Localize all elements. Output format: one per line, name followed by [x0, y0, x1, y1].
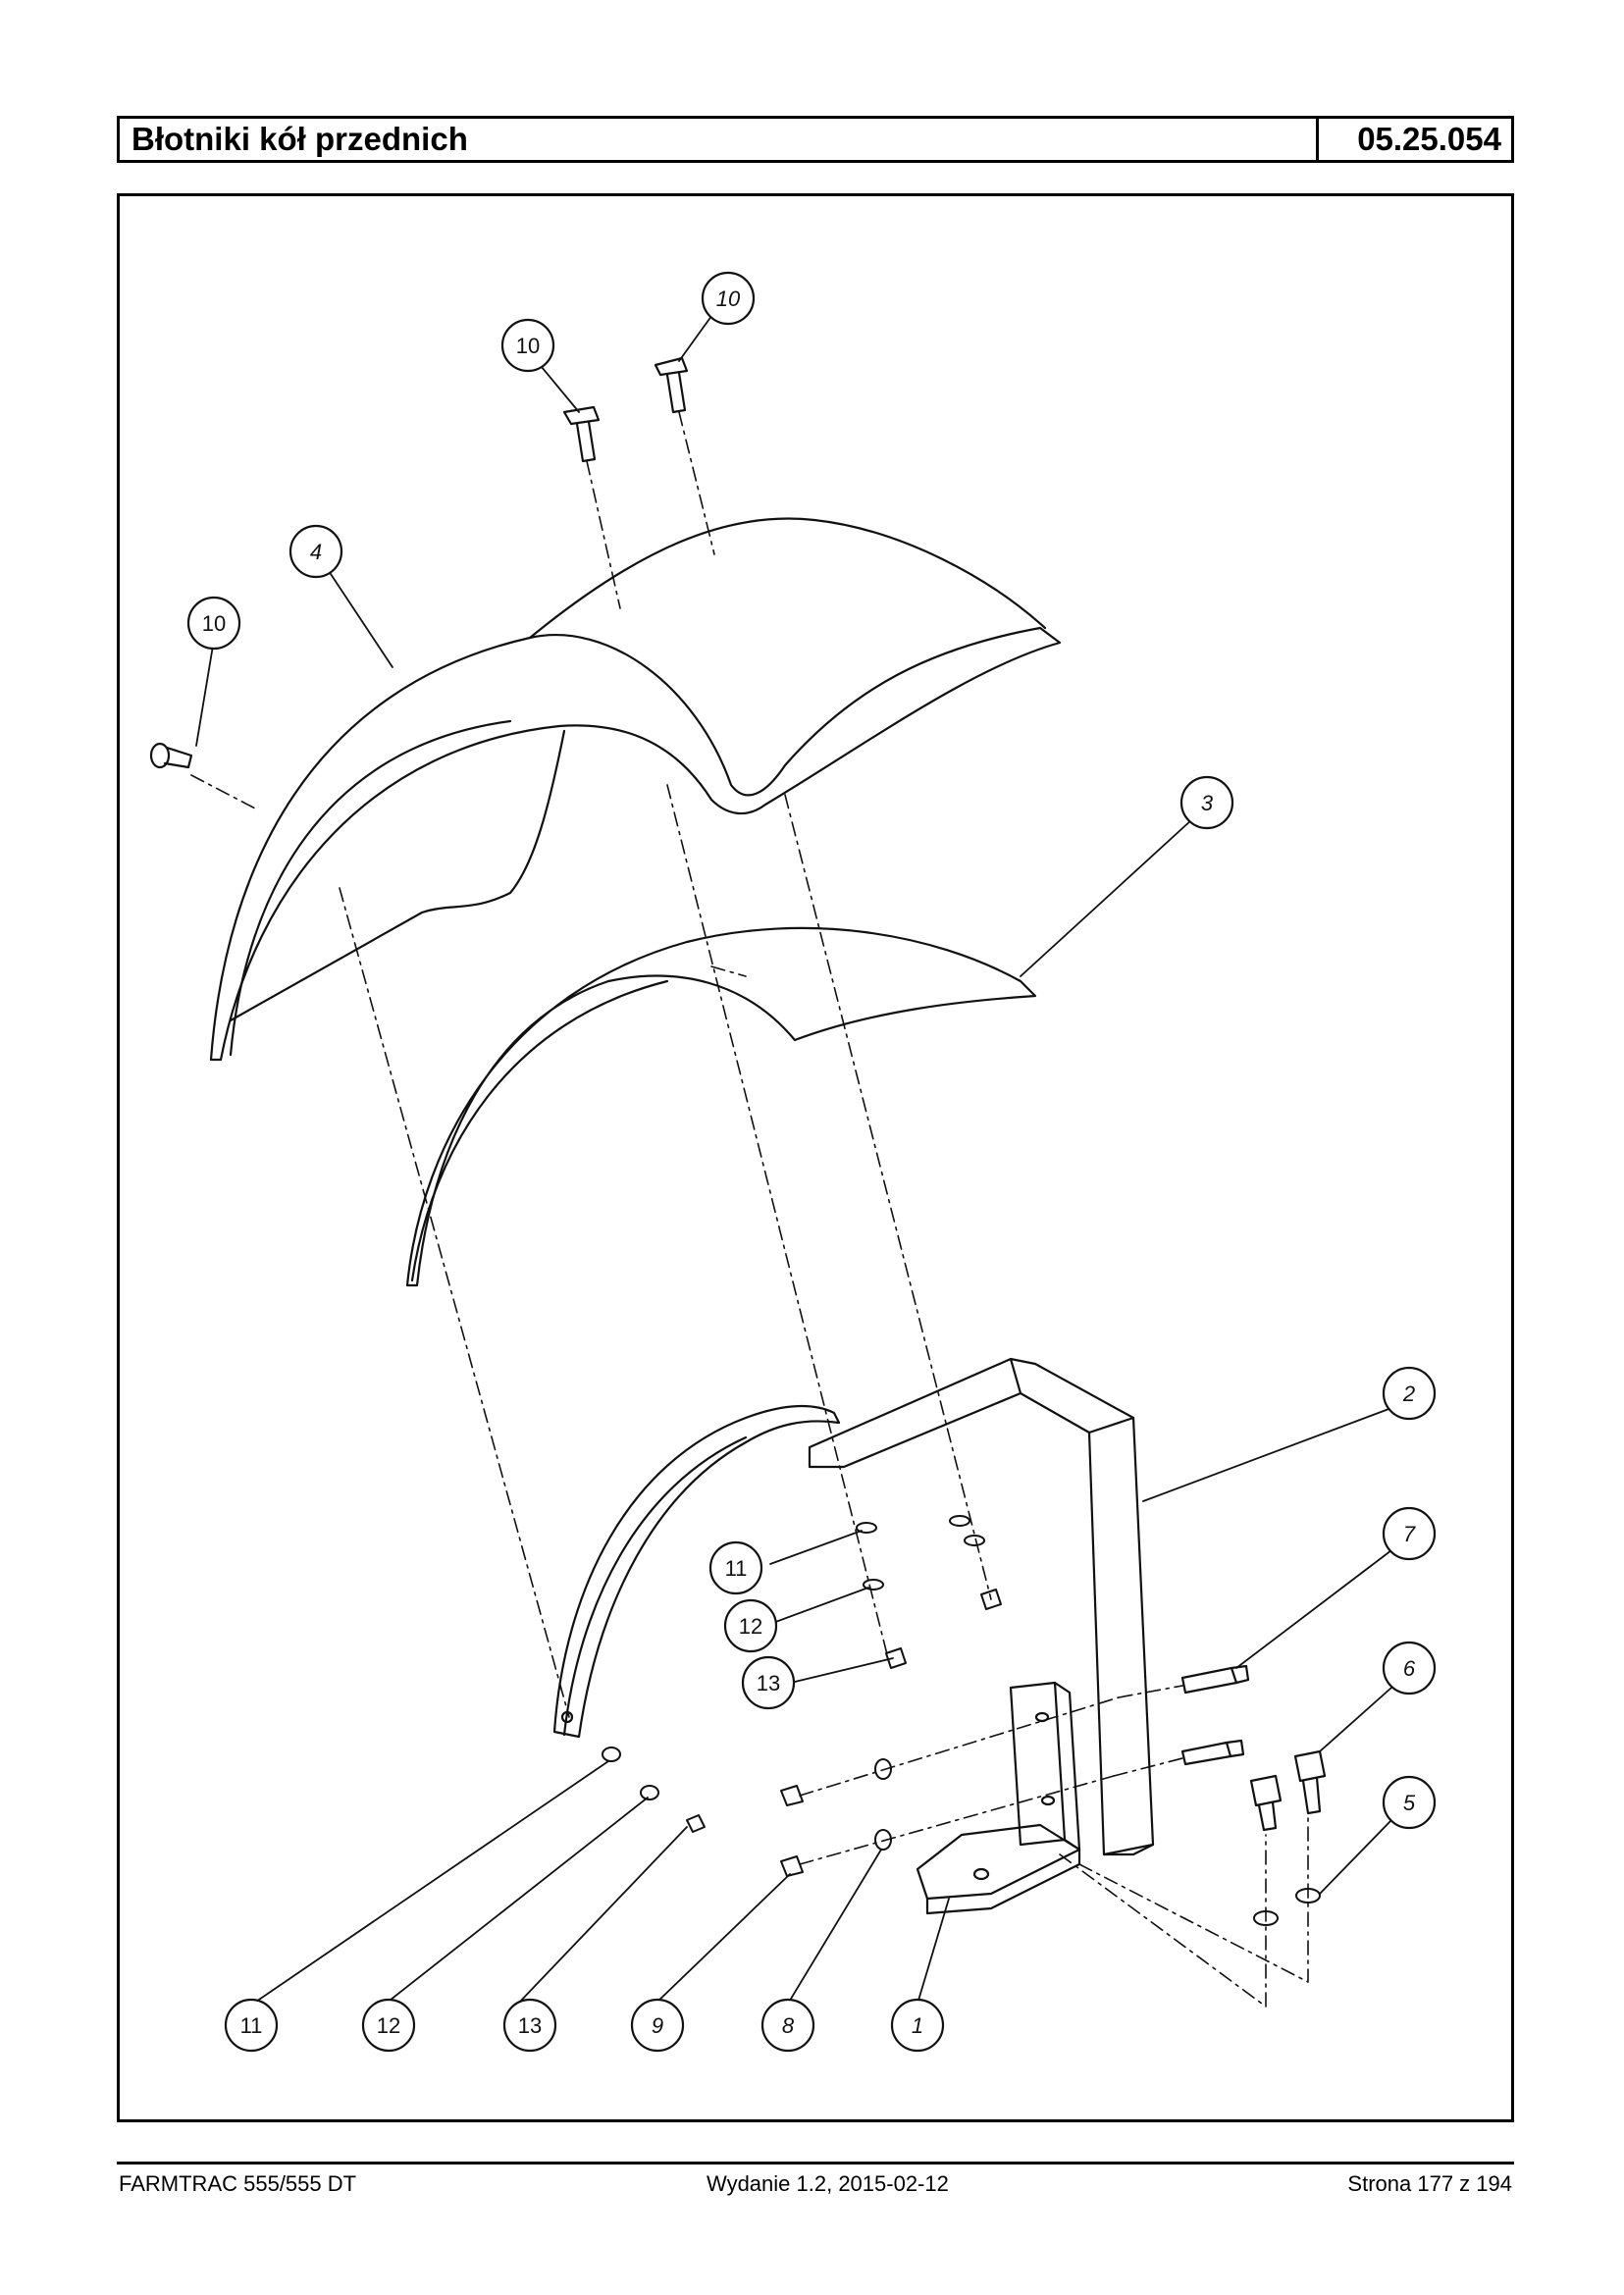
svg-text:11: 11 — [240, 2013, 263, 2038]
svg-text:10: 10 — [716, 287, 741, 311]
bolt-part-10-a — [562, 405, 601, 463]
callout-5: 5 — [1382, 1775, 1437, 1830]
fender-shell-part-4 — [209, 517, 1062, 1062]
svg-text:2: 2 — [1402, 1382, 1415, 1406]
callout-bubbles: 10 10 10 4 3 2 7 6 5 11 12 13 11 12 13 9… — [186, 271, 1437, 2053]
page-title: Błotniki kół przednich — [120, 119, 1319, 160]
section-code: 05.25.054 — [1357, 121, 1501, 157]
drawing-frame — [117, 193, 1514, 2122]
svg-text:12: 12 — [377, 2013, 400, 2038]
callout-10-b: 10 — [500, 318, 555, 373]
svg-text:4: 4 — [310, 540, 322, 564]
callout-12-a: 12 — [723, 1598, 778, 1653]
lower-fender — [552, 1405, 841, 1739]
callout-3: 3 — [1179, 775, 1234, 830]
svg-text:9: 9 — [652, 2013, 663, 2038]
svg-text:12: 12 — [739, 1614, 762, 1639]
callout-10-c: 10 — [186, 596, 241, 651]
callout-9: 9 — [630, 1998, 685, 2053]
svg-text:13: 13 — [757, 1671, 780, 1695]
footer-edition: Wydanie 1.2, 2015-02-12 — [707, 2171, 949, 2196]
page-header: Błotniki kół przednich 05.25.054 — [117, 116, 1514, 163]
svg-text:11: 11 — [725, 1556, 748, 1581]
callout-13-a: 13 — [741, 1655, 796, 1710]
callout-10-a: 10 — [701, 271, 756, 326]
hardware-stack — [602, 1515, 1321, 1926]
svg-text:13: 13 — [518, 2013, 542, 2038]
assembly-lines — [190, 411, 1309, 2008]
leader-lines — [195, 311, 1392, 2005]
svg-text:3: 3 — [1201, 791, 1214, 815]
callout-4: 4 — [288, 524, 343, 579]
svg-text:10: 10 — [516, 334, 540, 358]
svg-text:6: 6 — [1403, 1656, 1416, 1681]
callout-12-b: 12 — [361, 1998, 416, 2053]
svg-text:5: 5 — [1403, 1791, 1416, 1815]
footer-divider — [117, 2162, 1514, 2165]
callout-13-b: 13 — [502, 1998, 557, 2053]
bolt-part-7 — [1180, 1664, 1250, 1766]
svg-text:1: 1 — [912, 2013, 923, 2038]
callout-2: 2 — [1382, 1366, 1437, 1421]
callout-8: 8 — [760, 1998, 815, 2053]
footer-page-number: Strona 177 z 194 — [1347, 2171, 1512, 2196]
bolt-part-10-b — [654, 356, 689, 414]
bolt-part-10-c — [149, 742, 193, 769]
callout-11-a: 11 — [708, 1540, 763, 1595]
footer-model: FARMTRAC 555/555 DT — [119, 2171, 357, 2196]
svg-text:10: 10 — [202, 611, 226, 636]
callout-1: 1 — [890, 1998, 945, 2053]
callout-7: 7 — [1382, 1506, 1437, 1561]
svg-text:7: 7 — [1403, 1522, 1416, 1546]
bolt-part-6 — [1249, 1749, 1327, 1832]
bracket-part-2 — [808, 1357, 1155, 1856]
svg-text:8: 8 — [782, 2013, 795, 2038]
callout-11-b: 11 — [224, 1998, 279, 2053]
callout-6: 6 — [1382, 1641, 1437, 1695]
base-plate-part-1 — [916, 1681, 1081, 1915]
inner-panel-part-3 — [405, 926, 1037, 1287]
